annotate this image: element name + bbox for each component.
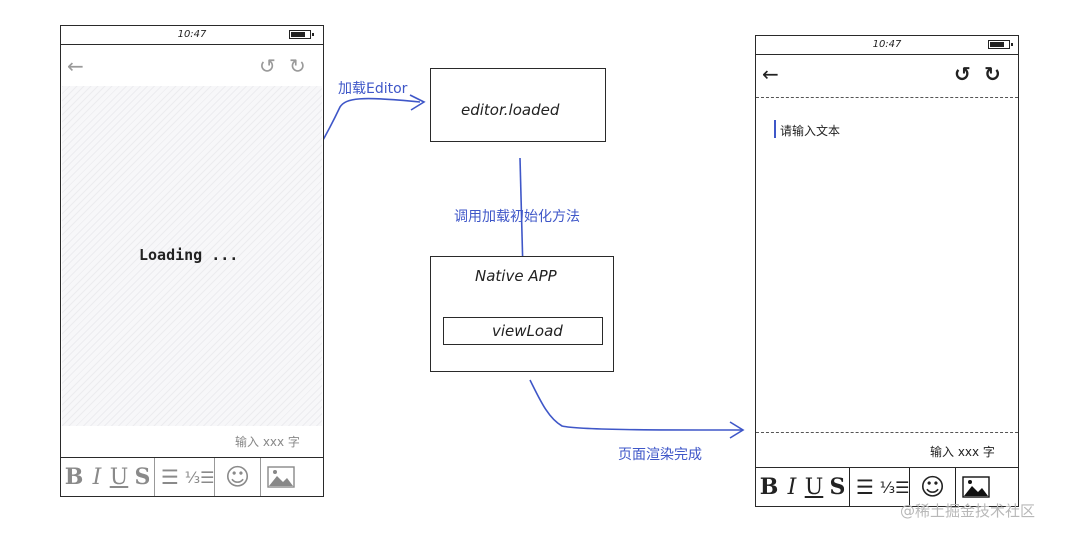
watermark: @稀土掘金技术社区 <box>900 502 1036 520</box>
strike-button[interactable]: S <box>131 458 155 496</box>
ordered-list-icon[interactable]: ⅓☰ <box>185 458 215 496</box>
underline-button[interactable]: U <box>109 464 129 490</box>
status-bar: 10:47 <box>756 36 1018 55</box>
italic-button[interactable]: I <box>92 464 102 490</box>
image-icon[interactable] <box>956 468 996 506</box>
nav-bar: ← ↺ ↻ <box>61 46 323 86</box>
arrowhead-render-done <box>729 421 745 439</box>
redo-icon[interactable]: ↻ <box>289 54 306 78</box>
loading-text: Loading ... <box>139 246 239 264</box>
call-init-label: 调用加载初始化方法 <box>454 209 580 225</box>
image-glyph <box>962 476 990 498</box>
back-arrow-icon[interactable]: ← <box>762 62 779 86</box>
status-time: 10:47 <box>177 29 207 40</box>
view-load-box: viewLoad <box>443 317 603 345</box>
emoji-icon[interactable]: ☺ <box>910 468 956 506</box>
undo-icon[interactable]: ↺ <box>954 62 971 86</box>
right-phone: 10:47 ← ↺ ↻ 请输入文本 输入 xxx 字 B I U S ☰ ⅓☰ … <box>755 35 1019 507</box>
format-toolbar: B I U S ☰ ⅓☰ ☺ <box>61 457 323 496</box>
italic-button[interactable]: I <box>787 474 797 500</box>
strike-button[interactable]: S <box>826 468 850 506</box>
load-editor-label: 加载Editor <box>338 81 408 97</box>
battery-icon <box>289 30 314 39</box>
redo-icon[interactable]: ↻ <box>984 62 1001 86</box>
underline-button[interactable]: U <box>804 474 824 500</box>
text-cursor <box>774 120 776 138</box>
left-phone: 10:47 ← ↺ ↻ Loading ... 输入 xxx 字 B I U S… <box>60 25 324 497</box>
bold-button[interactable]: B <box>64 464 84 490</box>
word-counter: 输入 xxx 字 <box>930 445 995 459</box>
arrowhead-load-editor <box>409 94 426 111</box>
bold-button[interactable]: B <box>759 474 779 500</box>
editor-loaded-text: editor.loaded <box>461 101 560 119</box>
image-icon[interactable] <box>261 458 301 496</box>
native-app-box: Native APP viewLoad <box>430 256 614 372</box>
editor-content-area[interactable] <box>756 97 1018 433</box>
native-app-title: Native APP <box>475 267 557 285</box>
status-time: 10:47 <box>872 39 902 50</box>
loading-area <box>62 86 322 426</box>
editor-placeholder: 请输入文本 <box>780 124 841 138</box>
arrow-render-done <box>529 379 743 431</box>
editor-loaded-box: editor.loaded <box>430 68 606 142</box>
render-done-label: 页面渲染完成 <box>618 447 702 463</box>
list-icon[interactable]: ☰ <box>161 465 179 489</box>
view-load-text: viewLoad <box>492 322 563 340</box>
battery-icon <box>988 40 1013 49</box>
status-bar: 10:47 <box>61 26 323 45</box>
list-icon[interactable]: ☰ <box>856 475 874 499</box>
image-glyph <box>267 466 295 488</box>
back-arrow-icon[interactable]: ← <box>67 54 84 78</box>
format-toolbar: B I U S ☰ ⅓☰ ☺ <box>756 467 1018 506</box>
ordered-list-icon[interactable]: ⅓☰ <box>880 468 910 506</box>
emoji-icon[interactable]: ☺ <box>215 458 261 496</box>
undo-icon[interactable]: ↺ <box>259 54 276 78</box>
nav-bar: ← ↺ ↻ <box>756 56 1018 96</box>
word-counter: 输入 xxx 字 <box>235 435 300 449</box>
